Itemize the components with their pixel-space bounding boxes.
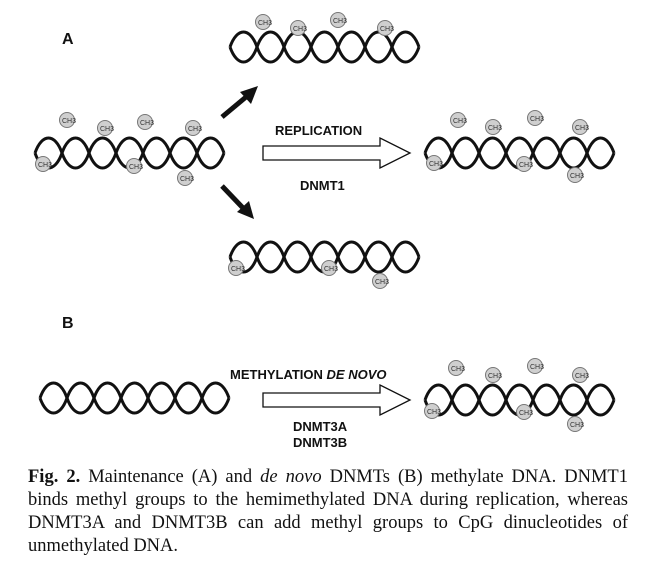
methyl-group-label: CH3 <box>375 279 389 286</box>
split-arrows <box>220 86 258 219</box>
methyl-group-label: CH3 <box>188 126 202 133</box>
methyl-group-label: CH3 <box>140 120 154 127</box>
methyl-group-label: CH3 <box>258 20 272 27</box>
panel-b-label: B <box>62 315 74 332</box>
dnmt3a-label: DNMT3A <box>293 419 348 434</box>
panel-a-label: A <box>62 31 74 48</box>
replication-arrow <box>262 136 412 170</box>
methyl-group-label: CH3 <box>293 26 307 33</box>
methyl-groups-result-a <box>426 110 588 183</box>
methyl-group-label: CH3 <box>519 162 533 169</box>
de-novo-arrow <box>262 383 412 417</box>
daughter-dna-helix-top <box>228 30 421 64</box>
methyl-groups-bottom-daughter <box>228 260 388 289</box>
replication-label: REPLICATION <box>275 123 362 138</box>
unmethylated-dna-helix <box>38 381 231 415</box>
methyl-group-label: CH3 <box>62 118 76 125</box>
methyl-group-label: CH3 <box>451 366 465 373</box>
de-novo-label: DE NOVO <box>327 367 387 382</box>
methylation-de-novo-label: METHYLATION DE NOVO <box>230 367 387 382</box>
methyl-group-label: CH3 <box>380 26 394 33</box>
methyl-group-label: CH3 <box>324 266 338 273</box>
methyl-group-label: CH3 <box>427 409 441 416</box>
dnmt3b-label: DNMT3B <box>293 435 347 450</box>
methyl-group-label: CH3 <box>530 116 544 123</box>
caption-part1: Maintenance (A) and <box>80 467 261 487</box>
methyl-group-label: CH3 <box>38 162 52 169</box>
methyl-groups-parent <box>35 112 201 186</box>
methyl-group-label: CH3 <box>519 410 533 417</box>
caption-de-novo: de novo <box>260 467 322 487</box>
methyl-group-label: CH3 <box>488 125 502 132</box>
methyl-group-label: CH3 <box>575 373 589 380</box>
methyl-group-label: CH3 <box>180 176 194 183</box>
methyl-group-label: CH3 <box>453 118 467 125</box>
methyl-group-label: CH3 <box>530 364 544 371</box>
methyl-group-label: CH3 <box>429 161 443 168</box>
methyl-group-label: CH3 <box>570 422 584 429</box>
caption-fig-label: Fig. 2. <box>28 467 81 487</box>
methyl-groups-top-daughter <box>255 12 393 36</box>
methyl-group-label: CH3 <box>129 164 143 171</box>
caption-part2: DNMTs (B) methylate DNA. DNMT1 binds met… <box>28 467 628 556</box>
methyl-groups-result-b <box>424 358 588 432</box>
methyl-group-label: CH3 <box>575 125 589 132</box>
methyl-group-label: CH3 <box>570 173 584 180</box>
methyl-group-label: CH3 <box>231 266 245 273</box>
methyl-group-label: CH3 <box>488 373 502 380</box>
methyl-group-label: CH3 <box>100 126 114 133</box>
methyl-group-label: CH3 <box>333 18 347 25</box>
dna-methylation-diagram: A B CH3 CH3 CH3 CH3 CH3 CH3 CH3 CH3 CH3 … <box>33 12 616 450</box>
dnmt1-label: DNMT1 <box>300 178 345 193</box>
figure-caption: Fig. 2. Maintenance (A) and de novo DNMT… <box>28 466 628 558</box>
methylation-label: METHYLATION <box>230 367 323 382</box>
